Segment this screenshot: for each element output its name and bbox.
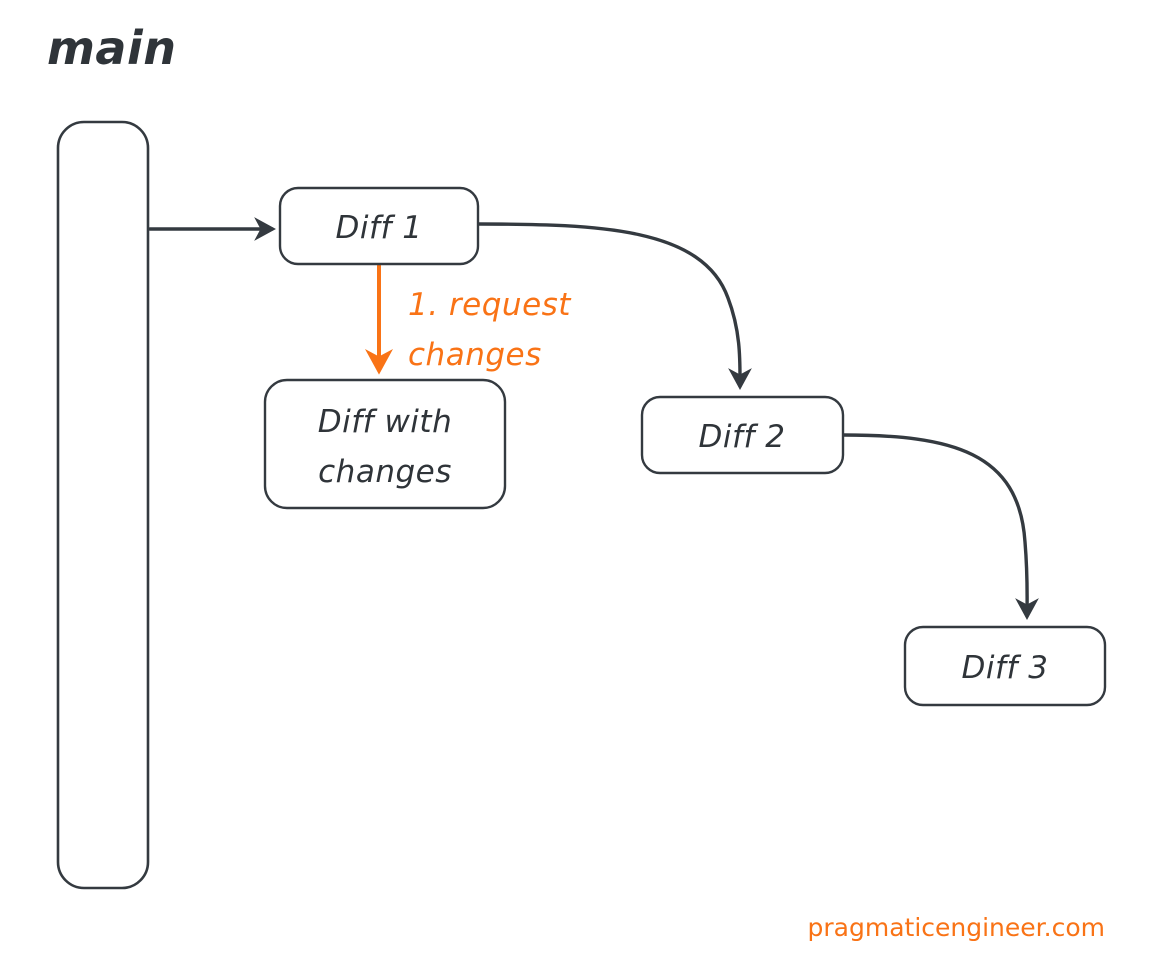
node-diff-3-label: Diff 3 — [962, 650, 1049, 686]
node-diff-with-changes-label-line2: changes — [318, 454, 452, 490]
arrow-diff-2-to-diff-3 — [841, 433, 1039, 620]
node-diff-1-box[interactable] — [278, 186, 480, 266]
node-diff-2-box[interactable] — [640, 395, 845, 475]
annotation-request-changes-line1: 1. request — [408, 287, 572, 323]
node-diff-with-changes-box[interactable] — [263, 378, 507, 510]
node-diff-2-label: Diff 2 — [699, 419, 786, 455]
watermark-text: pragmaticengineer.com — [808, 913, 1105, 942]
node-diff-1-label: Diff 1 — [336, 210, 423, 246]
main-branch-bar — [56, 120, 150, 890]
node-diff-3-box[interactable] — [903, 625, 1107, 707]
arrow-diff-1-to-diff-2 — [476, 222, 752, 390]
node-diff-with-changes-label-line1: Diff with — [318, 404, 452, 440]
annotation-request-changes-line2: changes — [408, 337, 542, 373]
branch-title-main: main — [47, 21, 177, 75]
